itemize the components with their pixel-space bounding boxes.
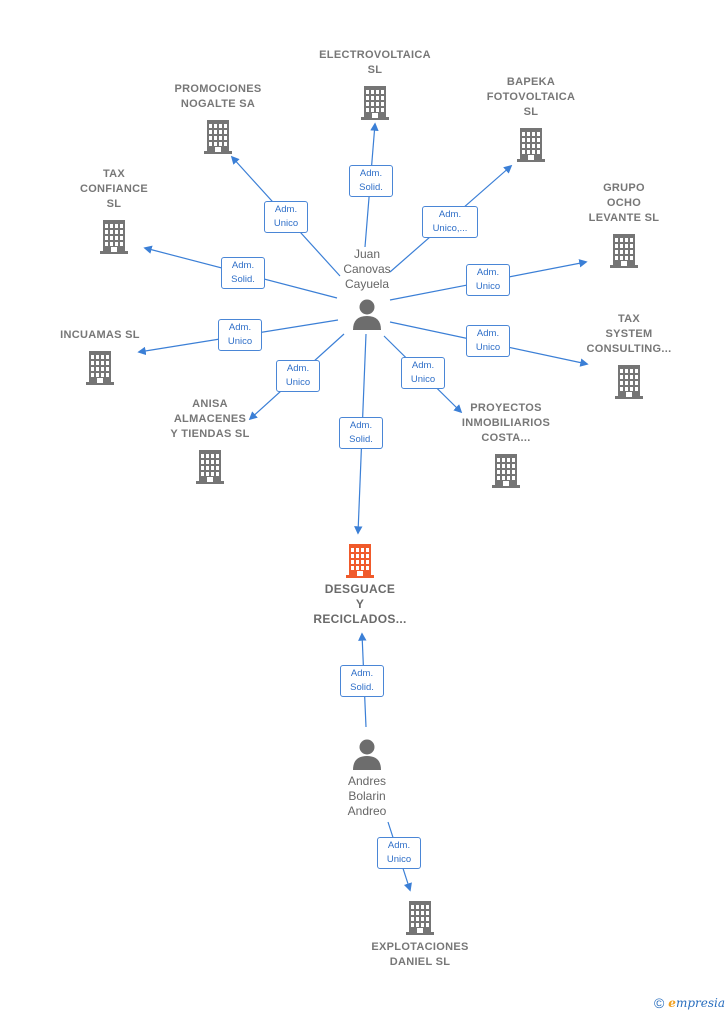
company-label: EXPLOTACIONES DANIEL SL: [371, 941, 469, 968]
building-icon: [86, 351, 114, 385]
company-node-promociones-nogalte[interactable]: PROMOCIONES NOGALTE SA: [174, 83, 261, 154]
role-box-explotaciones[interactable]: Adm. Unico: [377, 837, 421, 869]
person-icon: [353, 739, 381, 770]
role-box-bapeka[interactable]: Adm. Unico,...: [422, 206, 478, 238]
company-label: TAX CONFIANCE SL: [79, 168, 149, 210]
role-box-incuamas[interactable]: Adm. Unico: [218, 319, 262, 351]
role-box-promociones[interactable]: Adm. Unico: [264, 201, 308, 233]
person-label: Andres Bolarin Andreo: [347, 774, 387, 818]
company-node-tax-system-consulting[interactable]: TAX SYSTEM CONSULTING...: [587, 313, 671, 399]
role-box-desguace[interactable]: Adm. Solid.: [339, 417, 383, 449]
building-icon: [615, 365, 643, 399]
building-icon: [517, 128, 545, 162]
person-node-juan-canovas[interactable]: Juan Canovas Cayuela: [343, 247, 391, 330]
company-node-anisa-almacenes[interactable]: ANISA ALMACENES Y TIENDAS SL: [170, 398, 249, 484]
company-node-incuamas[interactable]: INCUAMAS SL: [60, 329, 140, 385]
role-box-grupo-ocho[interactable]: Adm. Unico: [466, 264, 510, 296]
building-icon: [610, 234, 638, 268]
building-icon: [361, 86, 389, 120]
company-node-proyectos-inmobiliarios[interactable]: PROYECTOS INMOBILIARIOS COSTA...: [462, 402, 550, 488]
building-icon: [196, 450, 224, 484]
empresia-watermark: © empresia: [654, 995, 725, 1011]
company-node-desguace-main[interactable]: DESGUACE Y RECICLADOS...: [313, 542, 406, 626]
company-node-tax-confiance[interactable]: TAX CONFIANCE SL: [80, 168, 148, 254]
building-icon: [406, 901, 434, 935]
person-icon: [353, 299, 381, 330]
building-icon: [346, 544, 374, 578]
company-node-grupo-ocho-levante[interactable]: GRUPO OCHO LEVANTE SL: [589, 182, 659, 268]
company-node-bapeka[interactable]: BAPEKA FOTOVOLTAICA SL: [487, 76, 575, 162]
company-label: TAX SYSTEM CONSULTING...: [586, 313, 672, 355]
role-box-tax-confiance[interactable]: Adm. Solid.: [221, 257, 265, 289]
company-label: ANISA ALMACENES Y TIENDAS SL: [170, 398, 250, 440]
company-label: PROMOCIONES NOGALTE SA: [174, 83, 262, 110]
building-icon: [100, 220, 128, 254]
role-box-electrovoltaica[interactable]: Adm. Solid.: [349, 165, 393, 197]
role-box-tax-system[interactable]: Adm. Unico: [466, 325, 510, 357]
copyright-symbol: ©: [653, 995, 665, 1011]
company-label: GRUPO OCHO LEVANTE SL: [588, 182, 660, 224]
company-label: PROYECTOS INMOBILIARIOS COSTA...: [461, 402, 551, 444]
company-node-electrovoltaica[interactable]: ELECTROVOLTAICA SL: [319, 49, 431, 120]
company-label: ELECTROVOLTAICA SL: [319, 49, 431, 76]
company-label: BAPEKA FOTOVOLTAICA SL: [486, 76, 576, 118]
person-node-andres-bolarin[interactable]: Andres Bolarin Andreo: [348, 738, 386, 818]
role-box-andres-desguace[interactable]: Adm. Solid.: [340, 665, 384, 697]
role-box-proyectos[interactable]: Adm. Unico: [401, 357, 445, 389]
role-box-anisa[interactable]: Adm. Unico: [276, 360, 320, 392]
empresia-logo: empresia: [668, 996, 725, 1010]
company-node-explotaciones-daniel[interactable]: EXPLOTACIONES DANIEL SL: [371, 899, 468, 968]
company-label: INCUAMAS SL: [60, 329, 140, 341]
company-label: DESGUACE Y RECICLADOS...: [313, 582, 407, 626]
building-icon: [492, 454, 520, 488]
building-icon: [204, 120, 232, 154]
person-label: Juan Canovas Cayuela: [343, 247, 391, 291]
